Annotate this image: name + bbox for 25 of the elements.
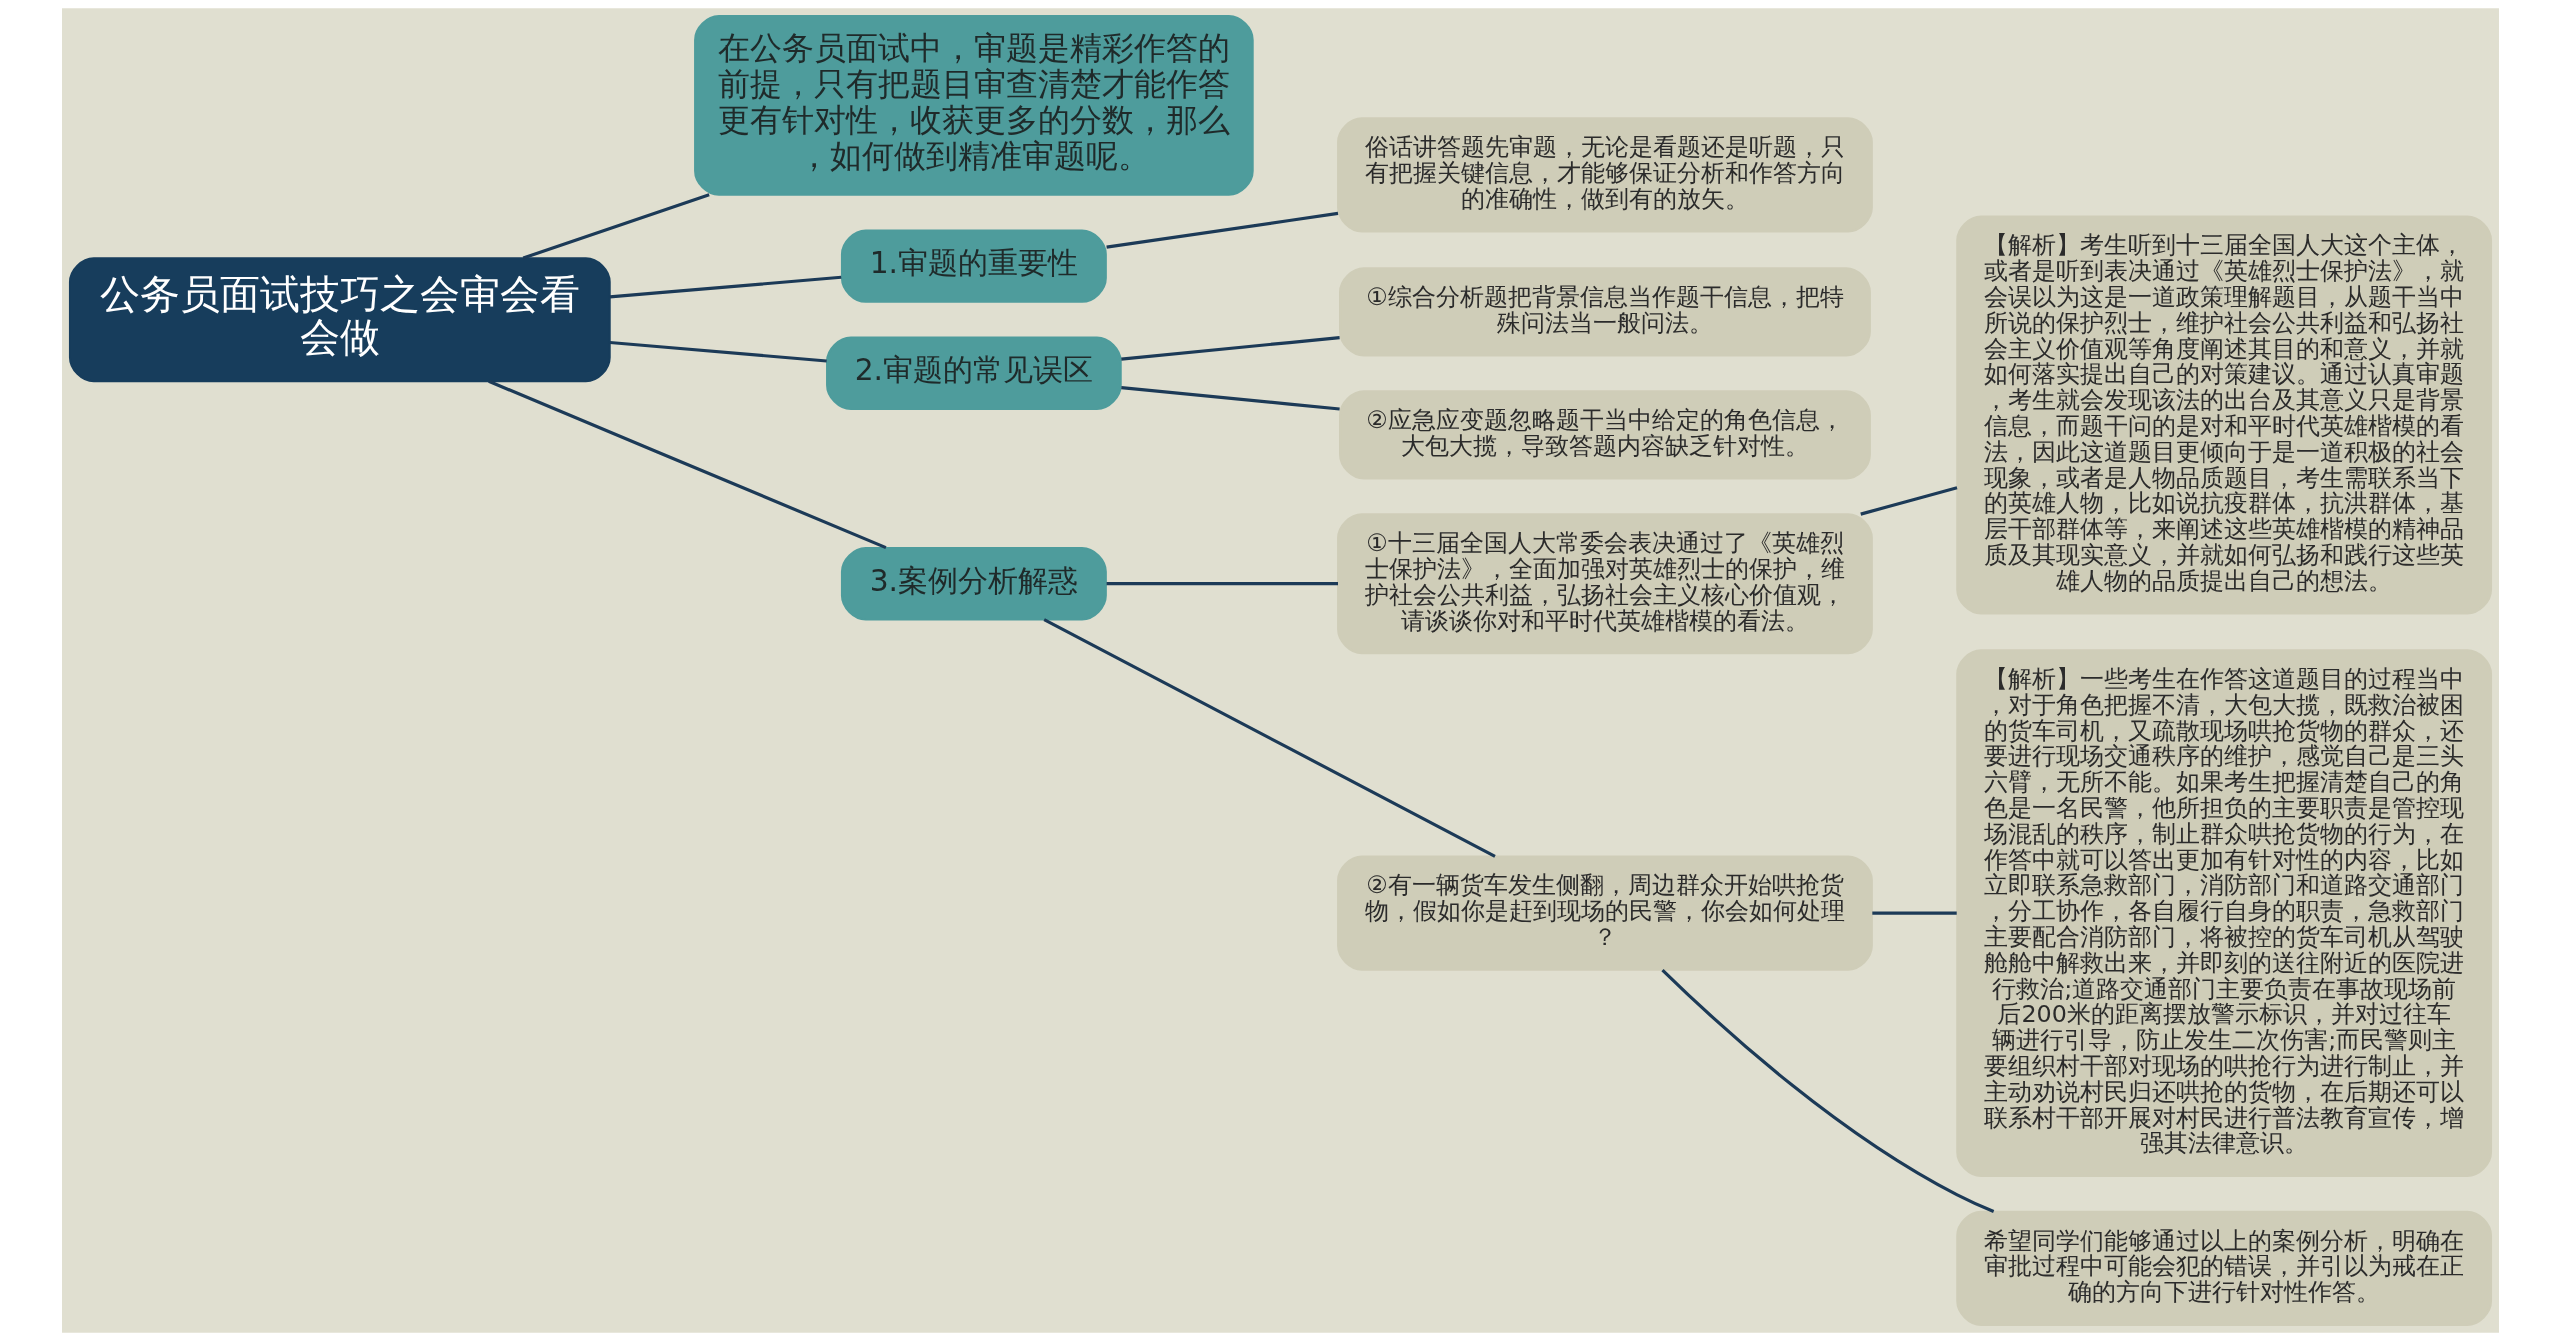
node-box: ①十三届全国人大常委会表决通过了《英雄烈士保护法》，全面加强对英雄烈士的保护，维护社会公共利益，弘扬社会主义核心价值观，请谈谈你对和平时代英雄楷模的看法。 bbox=[1336, 513, 1873, 655]
node-box: 【解析】一些考生在作答这道题目的过程当中，对于角色把握不清，大包大揽，既救治被困的货车司机，又疏散现场哄抢货物的群众，还要进行现场交通秩序的维护，感觉自己是三头六臂，无所不能。如果考生把握清楚自己的角色是一名民警，他所担负的主要职责是管控现场混乱的秩序，制止群众哄抢货物的行为，在作答中就可以答出更加有针对性的内容，比如立即联系急救部门，消防部门和道路交通部门，分工协作，各自履行自身的职责，急救部门主要配合消防部门，将被控的货车司机从驾驶舱舱中解救出来，并即刻的送往附近的医院进行救治;道路交通部门主要负责在事故现场前后200米的距离摆放警示标识，并对过往车辆进行引导，防止发生二次伤害;而民警则主要组织村干部对现场的哄抢行为进行制止，并主动劝说村民归还哄抢的货物，在后期还可以联系村干部开展对村民进行普法教育宣传，增强其法律意识。 bbox=[1955, 649, 2492, 1178]
node-box: ②有一辆货车发生侧翻，周边群众开始哄抢货物，假如你是赶到现场的民警，你会如何处理？ bbox=[1336, 855, 1873, 971]
connector bbox=[1106, 582, 1338, 586]
node-box: ①综合分析题把背景信息当作题干信息，把特殊问法当一般问法。 bbox=[1338, 267, 1871, 357]
node-box: 【解析】考生听到十三届全国人大这个主体，或者是听到表决通过《英雄烈士保护法》，就会误以为这是一道政策理解题目，从题干当中所说的保护烈士，维护社会公共利益和弘扬社会主义价值观等角度阐述其目的和意义，并就如何落实提出自己的对策建议。通过认真审题，考生就会发现该法的出台及其意义只是背景信息，而题干问的是对和平时代英雄楷模的看法，因此这道题目更倾向于是一道积极的社会现象，或者是人物品质题目，考生需联系当下的英雄人物，比如说抗疫群体，抗洪群体，基层干部群体等，来阐述这些英雄楷模的精神品质及其现实意义，并就如何弘扬和践行这些英雄人物的品质提出自己的想法。 bbox=[1955, 215, 2492, 615]
connector bbox=[1660, 968, 1994, 1214]
connector bbox=[1871, 911, 1957, 915]
connector bbox=[522, 193, 710, 260]
connector bbox=[1859, 486, 1957, 516]
node-box: ②应急应变题忽略题干当中给定的角色信息，大包大揽，导致答题内容缺乏针对性。 bbox=[1338, 390, 1871, 480]
node-box: 3.案例分析解惑 bbox=[840, 546, 1107, 621]
connector bbox=[1042, 618, 1496, 858]
node-box: 公务员面试技巧之会审会看会做 bbox=[68, 257, 611, 383]
connector bbox=[609, 340, 827, 363]
connector bbox=[1105, 211, 1338, 249]
node-box: 俗话讲答题先审题，无论是看题还是听题，只有把握关键信息，才能够保证分析和作答方向的准确性，做到有的放矢。 bbox=[1336, 117, 1873, 233]
node-box: 希望同学们能够通过以上的案例分析，明确在审批过程中可能会犯的错误，并引以为戒在正确的方向下进行针对性作答。 bbox=[1955, 1210, 2492, 1326]
node-box: 在公务员面试中，审题是精彩作答的前提，只有把题目审查清楚才能作答更有针对性，收获更多的分数，那么，如何做到精准审题呢。 bbox=[693, 15, 1254, 196]
node-box: 1.审题的重要性 bbox=[840, 229, 1107, 303]
node-box: 2.审题的常见误区 bbox=[825, 336, 1122, 411]
connector bbox=[609, 275, 841, 299]
connector bbox=[1120, 386, 1340, 411]
connector bbox=[487, 379, 887, 550]
connector bbox=[1120, 336, 1340, 361]
